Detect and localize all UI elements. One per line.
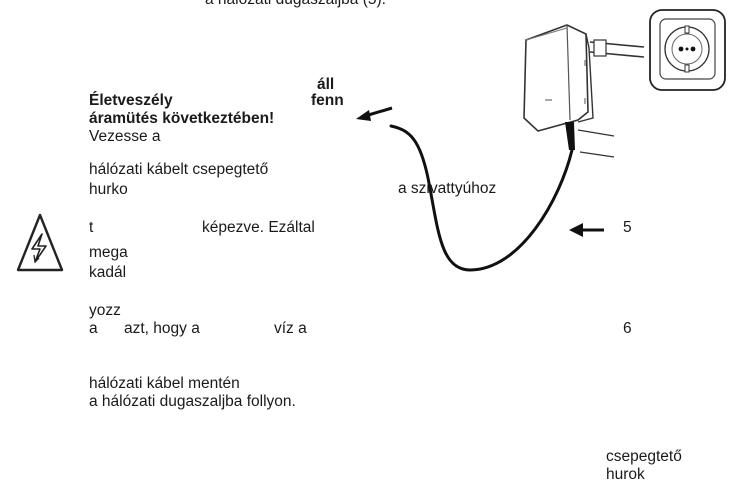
warning-heading-word-eletveszely: Életveszély: [89, 92, 173, 109]
arrow-left-icon: [569, 223, 604, 237]
warning-body-line: víz a: [274, 320, 307, 337]
warning-body-line: a hálózati dugaszaljba follyon.: [89, 393, 296, 410]
warning-heading-word-fenn: fenn: [311, 92, 344, 109]
label-number-5: 5: [623, 219, 632, 236]
warning-body-line: Vezesse a: [89, 128, 161, 145]
label-drip-loop-1: csepegtető: [606, 448, 682, 465]
electric-shock-warning-icon: [16, 213, 64, 272]
arrow-left-icon: [356, 106, 393, 121]
warning-body-line: kadál: [89, 264, 127, 281]
header-partial-line: a hálózati dugaszaljba (5).: [205, 0, 386, 9]
warning-body-line: képezve. Ezáltal: [202, 219, 315, 236]
warning-body-line: mega: [89, 244, 128, 261]
label-number-6: 6: [623, 320, 632, 337]
warning-body-line: hálózati kábel mentén: [89, 375, 240, 392]
label-to-pump: a szivattyúhoz: [398, 180, 497, 197]
warning-heading-word-all: áll: [317, 76, 335, 93]
warning-body-line: yozz: [89, 302, 121, 319]
power-cable: [389, 124, 574, 272]
warning-body-line: hurko: [89, 181, 128, 198]
wall-socket-image: [649, 9, 726, 91]
label-drip-loop-2: hurok: [606, 466, 645, 483]
warning-body-line: azt, hogy a: [124, 320, 200, 337]
warning-heading-line-2: áramütés következtében!: [89, 110, 275, 127]
warning-body-line: t: [89, 219, 94, 236]
power-adapter-image: [523, 24, 645, 158]
warning-body-line: hálózati kábelt csepegtető: [89, 161, 269, 178]
warning-body-line: a: [89, 320, 98, 337]
